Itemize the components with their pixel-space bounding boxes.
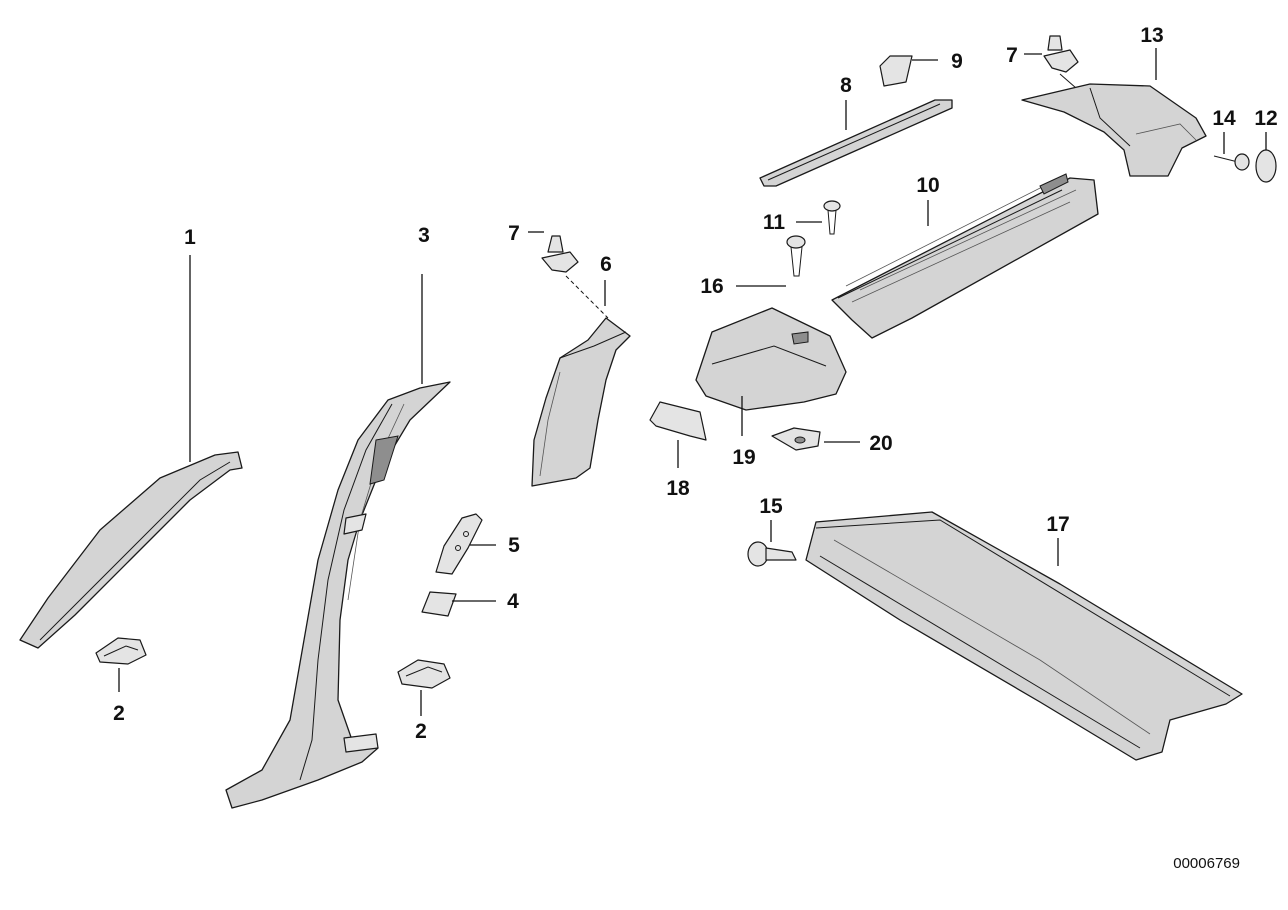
part-10-sill-trim: [831, 173, 1099, 339]
callout-4: 4: [507, 590, 519, 613]
callout-13: 13: [1140, 24, 1163, 47]
callout-11: 11: [763, 211, 786, 234]
part-2-clip-left: [95, 637, 147, 665]
leader-lines: [118, 48, 1267, 716]
part-17-sill-panel: [805, 511, 1243, 761]
callout-20: 20: [869, 432, 892, 455]
callout-8: 8: [840, 74, 852, 97]
part-15-rivet: [747, 541, 797, 567]
part-1-a-pillar-trim: [19, 451, 243, 649]
callout-12: 12: [1254, 107, 1277, 130]
callout-18: 18: [666, 477, 690, 500]
part-9-clip: [879, 55, 913, 87]
part-6-c-pillar-trim: [531, 317, 631, 487]
callout-2-left: 2: [113, 702, 125, 725]
callout-6: 6: [600, 253, 612, 276]
part-18-bracket: [649, 401, 707, 441]
callout-17: 17: [1046, 513, 1069, 536]
part-7-push-clip-right: [1043, 35, 1093, 103]
part-7-push-clip-left: [541, 235, 609, 319]
part-11-screw: [823, 200, 841, 235]
part-8-trim-strip: [759, 99, 953, 187]
diagram-reference-number: 00006769: [1173, 855, 1240, 872]
part-3-b-pillar-trim: [225, 381, 451, 809]
part-12-cap: [1255, 149, 1277, 183]
callout-19: 19: [732, 446, 755, 469]
part-5-bracket: [435, 513, 483, 575]
part-20-clip: [771, 427, 821, 451]
callout-2-right: 2: [415, 720, 427, 743]
callout-16: 16: [700, 275, 723, 298]
callout-7-right: 7: [1006, 44, 1018, 67]
callout-7-left: 7: [508, 222, 520, 245]
part-4-pad: [421, 591, 457, 617]
part-16-screw: [786, 235, 806, 277]
callout-1: 1: [184, 226, 196, 249]
part-14-screw: [1213, 153, 1250, 171]
callout-3: 3: [418, 224, 430, 247]
part-2-clip-right: [397, 659, 451, 689]
part-13-rear-trim: [1021, 83, 1207, 177]
callout-9: 9: [951, 50, 963, 73]
callout-10: 10: [916, 174, 939, 197]
callout-15: 15: [759, 495, 783, 518]
callout-5: 5: [508, 534, 520, 557]
part-19-cover: [695, 307, 847, 411]
callout-14: 14: [1212, 107, 1236, 130]
